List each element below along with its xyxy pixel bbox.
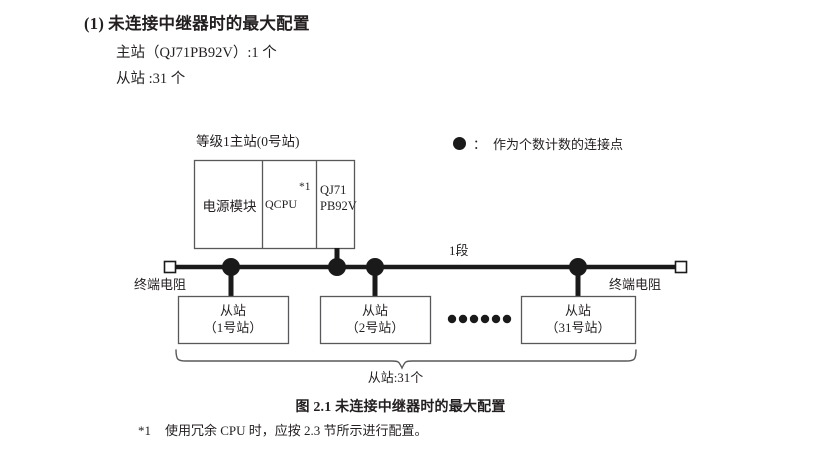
connection-dot-slave3 — [569, 258, 587, 276]
master-module-label: QJ71 PB92V — [320, 183, 360, 214]
legend-text: 作为个数计数的连接点 — [493, 137, 624, 152]
segment-label: 1段 — [449, 243, 469, 258]
master-module-label-line1: QJ71 — [320, 183, 347, 197]
slave-box-1-station: （1号站） — [203, 319, 263, 335]
slave-group-brace — [175, 349, 637, 370]
slave-box-2-name: 从站 — [361, 303, 388, 318]
filled-circle-icon — [453, 137, 466, 150]
slave-box-1-name: 从站 — [219, 303, 246, 318]
slave-box-2 — [319, 295, 432, 345]
qcpu-module-label: QCPU — [265, 197, 298, 211]
section-title: 未连接中继器时的最大配置 — [108, 14, 310, 33]
master-module-label-line2: PB92V — [320, 198, 357, 213]
connection-dot-slave1 — [222, 258, 240, 276]
slave-box-31 — [520, 295, 637, 345]
master-rack-box — [193, 159, 356, 250]
legend-colon: ： — [473, 137, 487, 152]
slave-box-2-station: （2号站） — [345, 319, 405, 335]
legend: ： 作为个数计数的连接点 — [453, 134, 623, 153]
slave-group-brace-label-text: 从站:31个 — [367, 370, 424, 385]
qcpu-footnote-marker: *1 — [299, 181, 311, 193]
slave-box-31-station: （31号站） — [545, 319, 611, 335]
connection-dot-slave2 — [366, 258, 384, 276]
terminal-resistor-right — [674, 260, 688, 274]
connection-dot-master — [328, 258, 346, 276]
figure-caption-text: 图 2.1 未连接中继器时的最大配置 — [295, 400, 506, 415]
terminal-resistor-left — [163, 260, 177, 274]
slave-box-2-label: 从站 （2号站） — [320, 303, 430, 337]
power-supply-module-label: 电源模块 — [202, 199, 257, 214]
spec-line-master: 主站（QJ71PB92V）:1 个 — [116, 45, 277, 61]
slave-box-1 — [177, 295, 290, 345]
terminal-resistor-left-label: 终端电阻 — [134, 277, 187, 292]
spec-line-slave: 从站 :31 个 — [116, 71, 186, 87]
figure-caption: 图 2.1 未连接中继器时的最大配置 — [0, 396, 821, 416]
ellipsis-dots — [447, 314, 512, 324]
master-station-title: 等级1主站(0号站) — [196, 134, 300, 149]
slave-box-31-label: 从站 （31号站） — [521, 303, 635, 337]
slave-group-brace-label: 从站:31个 — [0, 370, 821, 385]
slave-box-1-label: 从站 （1号站） — [178, 303, 288, 337]
section-number: (1) — [84, 14, 105, 33]
terminal-resistor-right-label: 终端电阻 — [609, 277, 662, 292]
slave-box-31-name: 从站 — [564, 303, 591, 318]
footnote: *1 使用冗余 CPU 时，应按 2.3 节所示进行配置。 — [138, 420, 428, 439]
footnote-text: 使用冗余 CPU 时，应按 2.3 节所示进行配置。 — [165, 423, 428, 438]
section-heading: (1)未连接中继器时的最大配置 — [84, 10, 310, 34]
footnote-marker: *1 — [138, 423, 151, 438]
